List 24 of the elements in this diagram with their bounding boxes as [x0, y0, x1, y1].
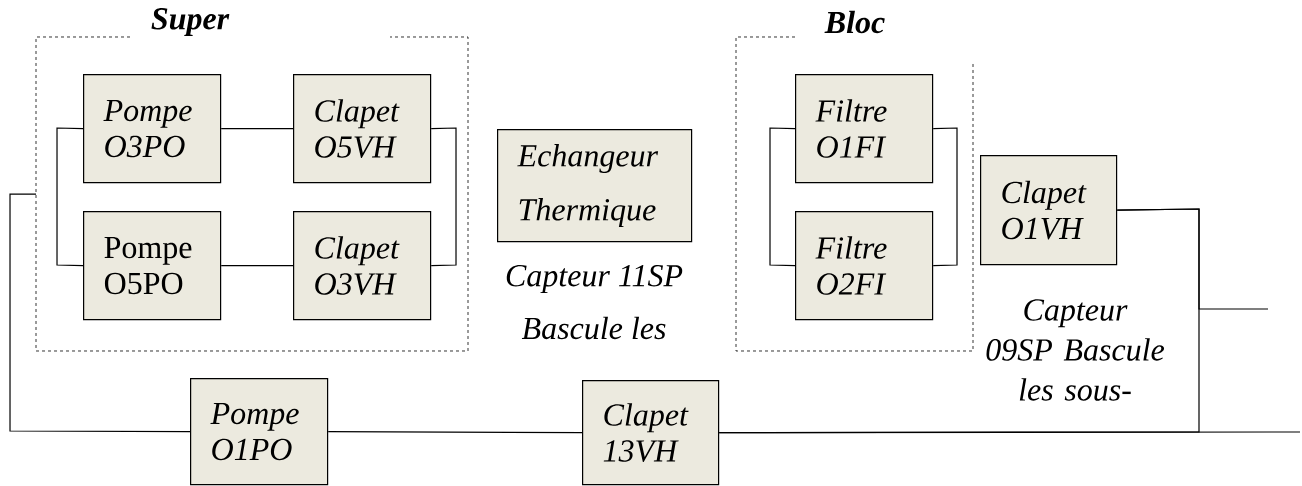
note-text: Capteur 09SP Bascule les sous- [986, 299, 1165, 401]
group-title: Super [151, 8, 230, 36]
connector-line [430, 127, 457, 267]
component-box: Pompe O1PO [190, 378, 329, 486]
caption-text: Capteur 11SP [506, 265, 683, 293]
connector-line [9, 193, 191, 433]
connector-line [56, 127, 84, 267]
caption-text: Bascule les [521, 316, 666, 340]
component-box: Clapet O3VH [293, 211, 432, 321]
component-box: Clapet O1VH [980, 155, 1118, 266]
component-box: Filtre O1FI [795, 74, 934, 184]
component-box: Echangeur Thermique [497, 129, 693, 243]
connector-line [327, 431, 583, 434]
connector-line [769, 127, 796, 267]
group-title: Bloc [824, 10, 885, 34]
component-box: Filtre O2FI [795, 211, 934, 321]
component-box: Pompe O3PO [83, 74, 222, 184]
component-box: Pompe O5PO [83, 211, 222, 321]
connector-line [220, 265, 294, 267]
component-box: Clapet O5VH [293, 74, 432, 184]
connector-line [220, 128, 294, 130]
connector-line [932, 127, 958, 267]
connector-line [1116, 208, 1269, 310]
component-box: Clapet 13VH [582, 380, 720, 486]
